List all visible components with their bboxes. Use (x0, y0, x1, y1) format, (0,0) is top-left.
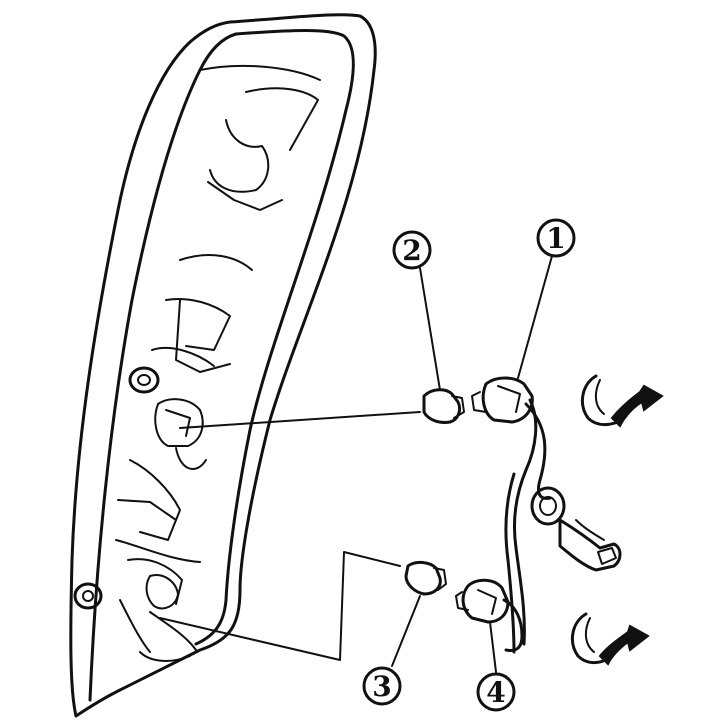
callout-3: 3 (362, 666, 402, 706)
lower-bulb (404, 560, 447, 596)
mounting-bolt-upper (128, 366, 160, 394)
callout-2-leader (419, 267, 441, 391)
mounting-bolt-lower (73, 582, 103, 610)
callout-2-label: 2 (402, 234, 421, 267)
rotate-arrow-icon (570, 612, 650, 666)
callout-2: 2 (392, 230, 432, 270)
upper-bulb (422, 388, 465, 424)
rotate-arrow-icon (580, 374, 664, 428)
callout-4-leader (489, 621, 497, 673)
callout-1-label: 1 (546, 222, 565, 255)
callout-4-label: 4 (486, 676, 505, 709)
lower-socket-harness (455, 578, 524, 652)
leader-lines (159, 411, 421, 661)
callout-1-leader (517, 255, 553, 379)
callout-4: 4 (476, 672, 516, 712)
callout-1: 1 (536, 218, 576, 258)
callout-3-label: 3 (372, 670, 391, 703)
callout-3-leader (391, 595, 421, 667)
lamp-housing (69, 13, 377, 718)
upper-socket-harness (471, 376, 622, 654)
